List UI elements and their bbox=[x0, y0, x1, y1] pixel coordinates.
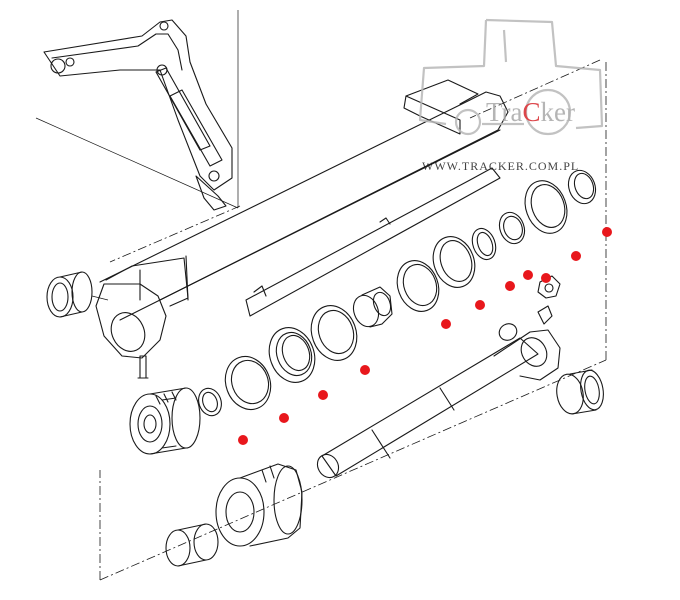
marker-dot bbox=[318, 390, 328, 400]
left-bushing bbox=[46, 271, 109, 318]
tracker-watermark: TraCker WWW.TRACKER.COM.PL bbox=[418, 18, 604, 173]
piston-rod bbox=[316, 323, 561, 479]
guide-lines bbox=[99, 59, 607, 581]
part-markers bbox=[238, 227, 612, 445]
right-bushing bbox=[556, 369, 604, 415]
marker-dot bbox=[475, 300, 485, 310]
marker-dot bbox=[238, 435, 248, 445]
watermark-url: WWW.TRACKER.COM.PL bbox=[422, 159, 579, 173]
watermark-brand: TraCker bbox=[486, 97, 575, 127]
marker-dot bbox=[441, 319, 451, 329]
marker-dot bbox=[541, 273, 551, 283]
tractor-outline-icon bbox=[418, 18, 604, 136]
grease-fitting bbox=[537, 275, 561, 325]
seal-rings bbox=[198, 169, 597, 417]
marker-dot bbox=[523, 270, 533, 280]
cylinder-head bbox=[215, 463, 303, 547]
marker-dot bbox=[571, 251, 581, 261]
piston bbox=[129, 355, 201, 455]
cylinder-barrel bbox=[95, 79, 509, 359]
marker-dot bbox=[602, 227, 612, 237]
backhoe-arm-inset bbox=[35, 10, 239, 211]
bottom-bushing bbox=[165, 523, 219, 567]
marker-dot bbox=[279, 413, 289, 423]
marker-dot bbox=[360, 365, 370, 375]
marker-dot bbox=[505, 281, 515, 291]
